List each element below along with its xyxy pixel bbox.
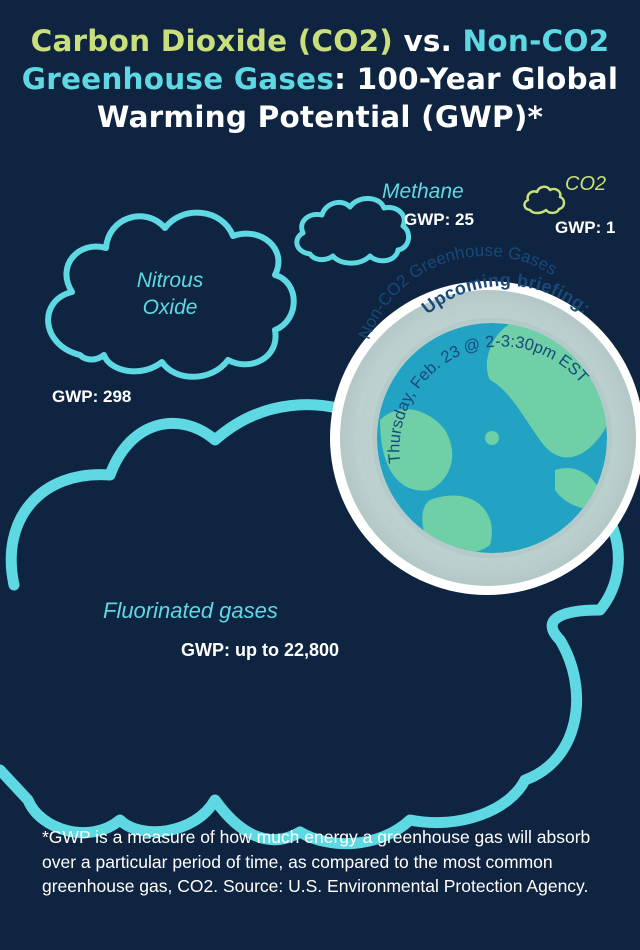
co2-label: CO2 xyxy=(565,173,606,195)
co2-cloud-icon xyxy=(523,185,566,215)
briefing-badge: Upcoming briefing: Non-CO2 Greenhouse Ga… xyxy=(330,241,640,595)
nitrous-oxide-cloud-icon xyxy=(45,209,297,380)
methane-cloud-icon xyxy=(294,196,412,266)
title-vs: vs. xyxy=(392,24,463,58)
co2-gwp: GWP: 1 xyxy=(555,218,615,237)
nitrous-gwp: GWP: 298 xyxy=(52,387,131,406)
methane-gwp: GWP: 25 xyxy=(404,210,474,229)
title-gwp: : 100-Year Global Warming Potential (GWP… xyxy=(96,62,619,134)
nitrous-label-line1: Nitrous xyxy=(137,269,204,292)
methane-label: Methane xyxy=(382,180,464,203)
nitrous-label-line2: Oxide xyxy=(143,296,198,319)
fluorinated-cloud-icon xyxy=(0,375,624,850)
fluorinated-label: Fluorinated gases xyxy=(103,598,278,623)
page-title: Carbon Dioxide (CO2) vs. Non-CO2 Greenho… xyxy=(0,22,640,136)
fluorinated-gwp: GWP: up to 22,800 xyxy=(181,640,339,660)
footnote: *GWP is a measure of how much energy a g… xyxy=(42,827,591,896)
earth-globe-icon xyxy=(377,323,607,553)
title-non-co2: Non-CO2 Greenhouse Gases xyxy=(21,24,610,96)
title-co2: Carbon Dioxide (CO2) xyxy=(30,24,393,58)
